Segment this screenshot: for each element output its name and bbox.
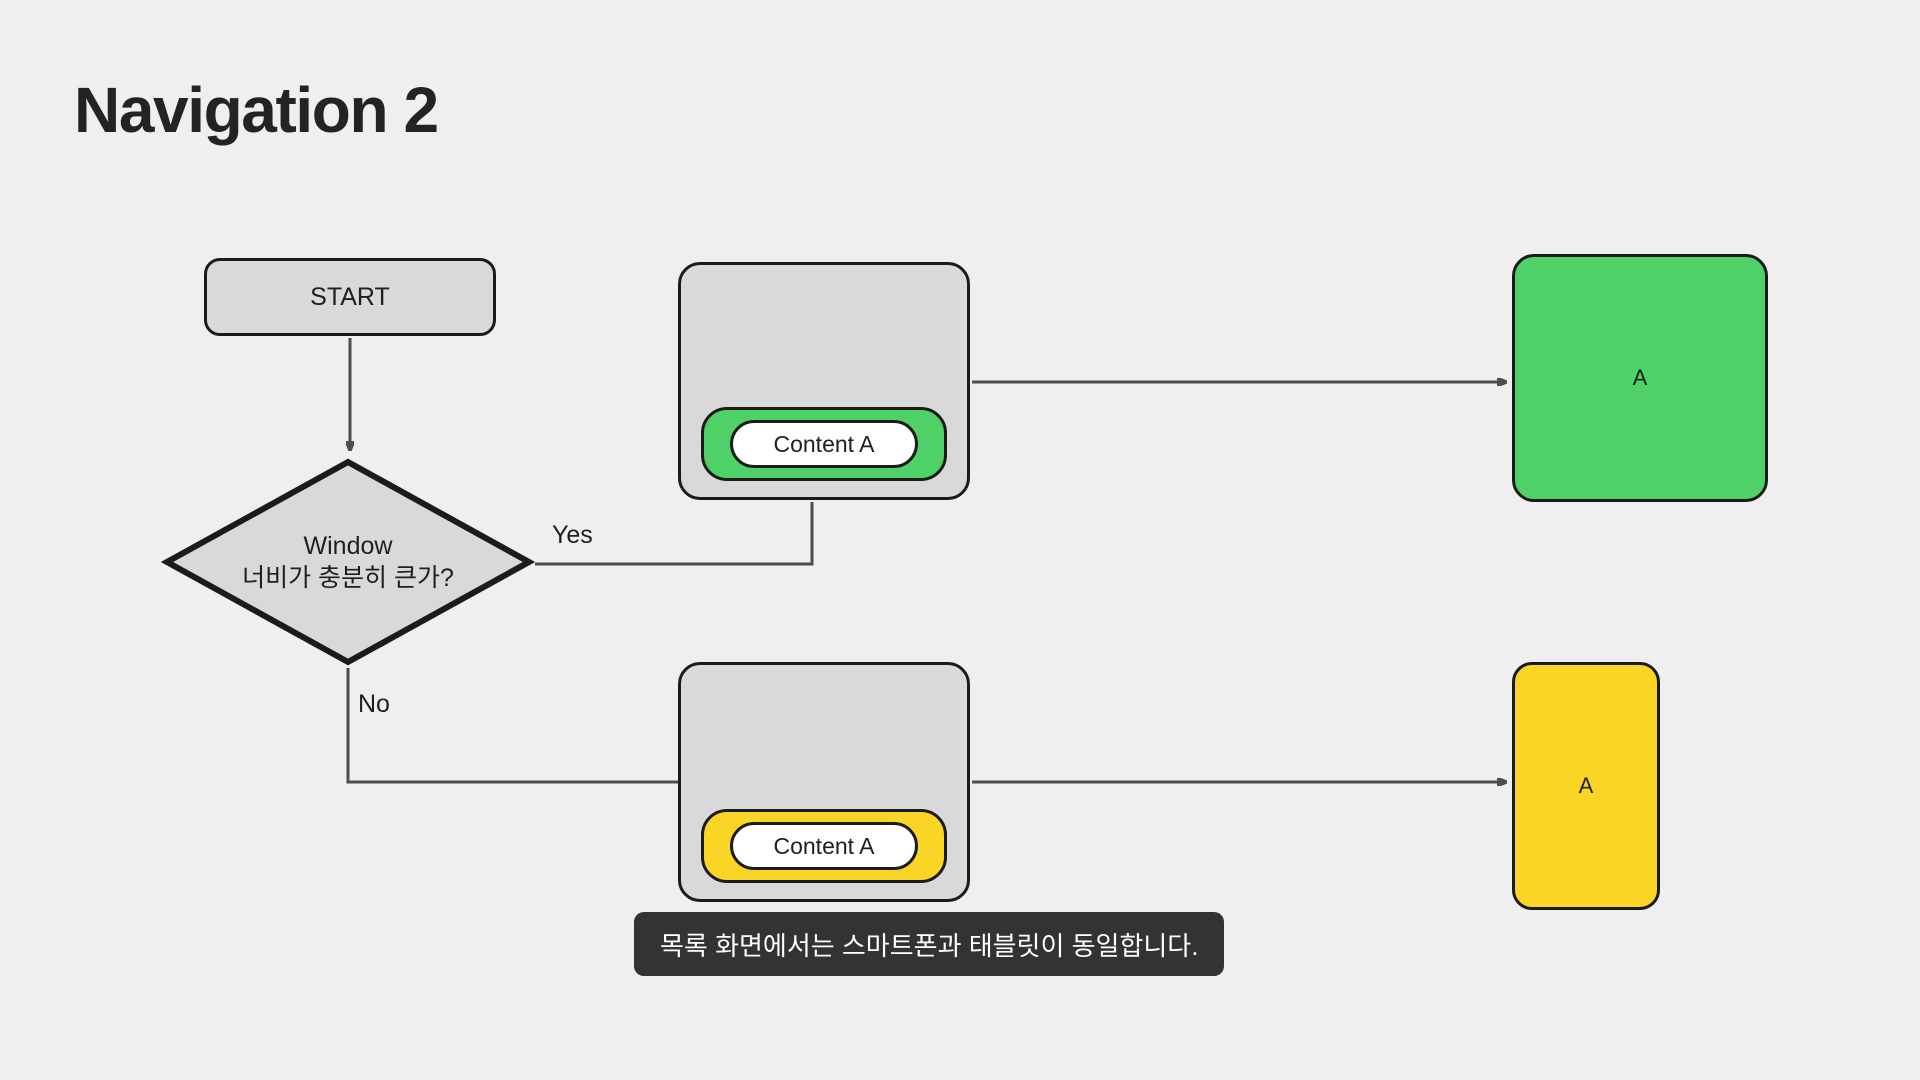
edge-label-no: No (358, 690, 390, 718)
page-title: Navigation 2 (74, 74, 439, 146)
content-pill-yellow[interactable]: Content A (730, 822, 918, 870)
edge-no-to-yellow-card (346, 668, 678, 784)
destination-yellow-label: A (1578, 773, 1594, 798)
node-decision[interactable]: Window 너비가 충분히 큰가? (160, 458, 536, 666)
decision-shape (160, 458, 536, 666)
caption-bar: 목록 화면에서는 스마트폰과 태블릿이 동일합니다. (634, 912, 1225, 976)
screen-card-phone[interactable]: Content A (678, 662, 970, 902)
content-band-green: Content A (701, 407, 947, 481)
content-band-yellow: Content A (701, 809, 947, 883)
destination-green-label: A (1632, 365, 1648, 390)
destination-yellow-a[interactable]: A (1512, 662, 1660, 910)
content-pill-green[interactable]: Content A (730, 420, 918, 468)
screen-card-tablet[interactable]: Content A (678, 262, 970, 500)
node-start-label: START (310, 282, 390, 311)
destination-green-a[interactable]: A (1512, 254, 1768, 502)
node-start[interactable]: START (204, 258, 496, 336)
edge-label-yes: Yes (552, 521, 593, 549)
